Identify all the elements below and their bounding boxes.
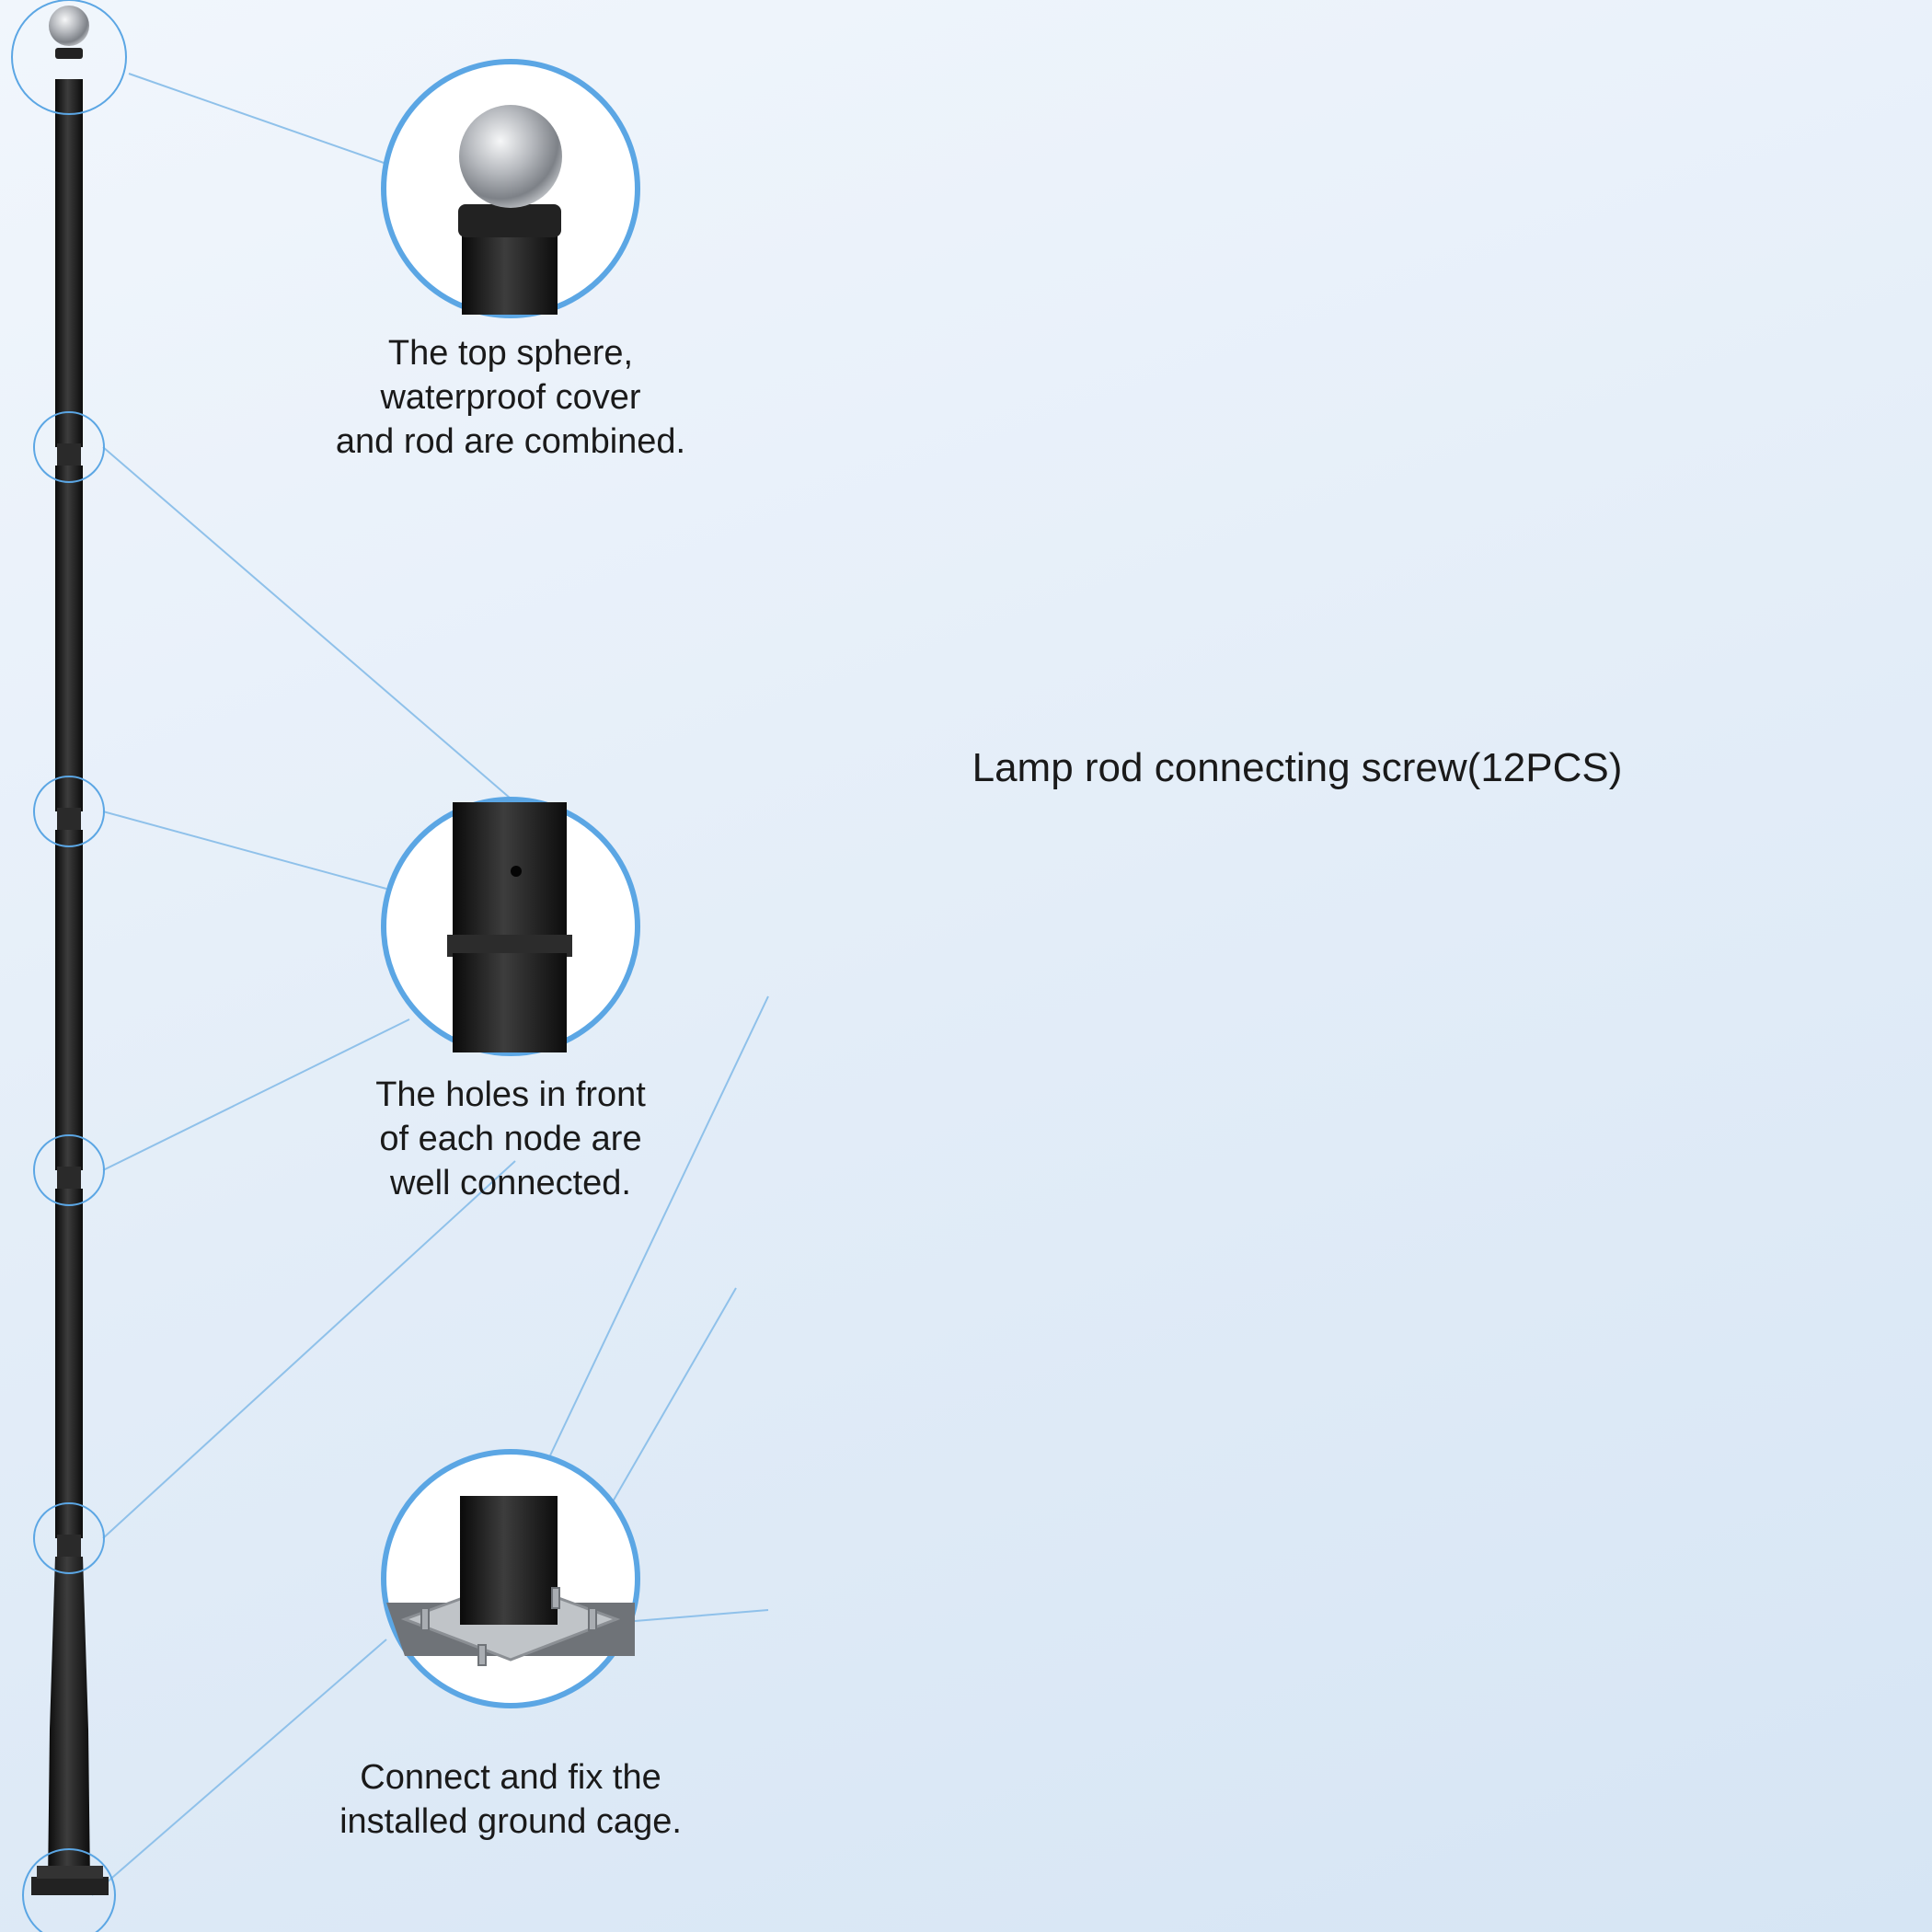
caption-base-line-1: Connect and fix the bbox=[360, 1758, 661, 1797]
callout-base-plate bbox=[381, 1449, 640, 1708]
caption-node: The holes in front of each node are well… bbox=[308, 1073, 713, 1205]
pole-callout-markers bbox=[11, 0, 127, 1932]
caption-top-line-3: and rod are combined. bbox=[335, 422, 686, 461]
caption-top-sphere: The top sphere, waterproof cover and rod… bbox=[308, 331, 713, 464]
callout-top-sphere bbox=[381, 59, 640, 318]
screws-caption: Lamp rod connecting screw(12PCS) bbox=[972, 745, 1623, 790]
caption-top-line-2: waterproof cover bbox=[380, 378, 641, 417]
caption-base-line-2: installed ground cage. bbox=[339, 1802, 682, 1841]
caption-node-line-1: The holes in front bbox=[375, 1075, 646, 1114]
lamp-pole bbox=[31, 6, 109, 1895]
leader-lines bbox=[91, 73, 769, 1896]
caption-node-line-2: of each node are bbox=[379, 1120, 642, 1158]
callout-node-joint bbox=[381, 797, 640, 1056]
caption-base: Connect and fix the installed ground cag… bbox=[308, 1755, 713, 1844]
caption-top-line-1: The top sphere, bbox=[387, 334, 634, 373]
caption-node-line-3: well connected. bbox=[390, 1164, 631, 1202]
